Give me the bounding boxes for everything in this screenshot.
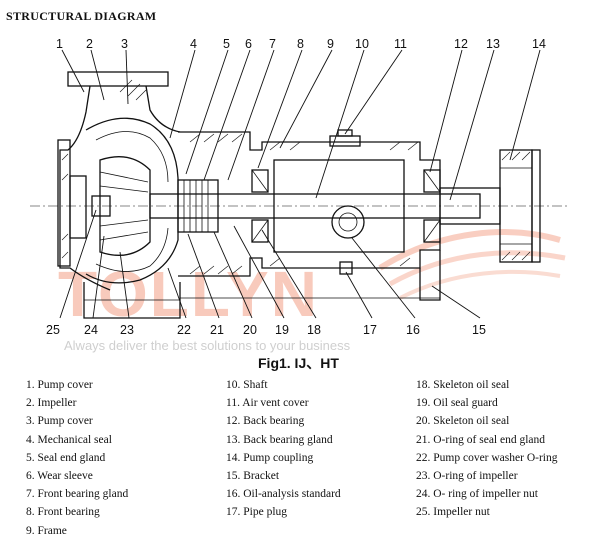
- legend-item: 4. Mechanical seal: [26, 433, 112, 446]
- legend-item: 21. O-ring of seal end gland: [416, 433, 546, 446]
- callout-8: 8: [297, 37, 304, 51]
- callout-19: 19: [275, 323, 289, 337]
- pump-coupling: [499, 149, 541, 263]
- legend-item: 19. Oil seal guard: [416, 397, 498, 410]
- legend-item: 7. Front bearing gland: [26, 488, 129, 501]
- pump-casing: [57, 71, 181, 319]
- pump-cross-section: TOLLYN: [30, 37, 570, 337]
- mechanical-seal: [177, 179, 219, 233]
- legend-column-3: 18. Skeleton oil seal 19. Oil seal guard…: [416, 376, 557, 522]
- callout-15: 15: [472, 323, 486, 337]
- callout-17: 17: [363, 323, 377, 337]
- callout-9: 9: [327, 37, 334, 51]
- legend-item: 23. O-ring of impeller: [416, 469, 518, 482]
- callout-13: 13: [486, 37, 500, 51]
- callout-25: 25: [46, 323, 60, 337]
- legend-item: 13. Back bearing gland: [226, 433, 333, 446]
- legend-item: 5. Seal end gland: [26, 451, 106, 464]
- callout-labels-top: 1 2 3 4 5 6 7 8 9 10 11 12 13 14: [56, 37, 546, 51]
- callout-10: 10: [355, 37, 369, 51]
- callout-7: 7: [269, 37, 276, 51]
- diagram-title: STRUCTURAL DIAGRAM: [6, 9, 157, 23]
- legend-item: 18. Skeleton oil seal: [416, 379, 510, 391]
- callout-14: 14: [532, 37, 546, 51]
- callout-18: 18: [307, 323, 321, 337]
- callout-labels-bottom: 25 24 23 22 21 20 19 18 17 16 15: [46, 323, 486, 337]
- legend-item: 24. O- ring of impeller nut: [416, 488, 539, 501]
- watermark-tagline: Always deliver the best solutions to you…: [64, 338, 351, 353]
- legend-item: 20. Skeleton oil seal: [416, 415, 510, 428]
- callout-22: 22: [177, 323, 191, 337]
- callout-5: 5: [223, 37, 230, 51]
- callout-3: 3: [121, 37, 128, 51]
- legend-item: 11. Air vent cover: [226, 397, 309, 410]
- watermark-text: TOLLYN: [58, 258, 319, 330]
- callout-1: 1: [56, 37, 63, 51]
- legend-item: 14. Pump coupling: [226, 451, 314, 464]
- legend-item: 10. Shaft: [226, 379, 268, 391]
- legend-item: 25. Impeller nut: [416, 506, 490, 519]
- callout-11: 11: [394, 37, 407, 51]
- callout-12: 12: [454, 37, 468, 51]
- legend-item: 2. Impeller: [26, 397, 77, 410]
- legend-item: 3. Pump cover: [26, 415, 93, 428]
- watermark-swoosh-icon: [378, 229, 566, 300]
- callout-leaders-bottom: [59, 209, 481, 319]
- legend-item: 6. Wear sleeve: [26, 469, 93, 482]
- legend-item: 9. Frame: [26, 524, 67, 537]
- callout-16: 16: [406, 323, 420, 337]
- callout-21: 21: [210, 323, 224, 337]
- legend-item: 22. Pump cover washer O-ring: [416, 451, 558, 464]
- legend-item: 16. Oil-analysis standard: [226, 488, 341, 501]
- figure-caption: Fig1. IJ、HT: [258, 355, 339, 371]
- legend-item: 17. Pipe plug: [226, 506, 288, 519]
- legend-item: 8. Front bearing: [26, 506, 100, 519]
- callout-6: 6: [245, 37, 252, 51]
- callout-2: 2: [86, 37, 93, 51]
- legend-item: 1. Pump cover: [26, 379, 93, 391]
- callout-24: 24: [84, 323, 98, 337]
- callout-23: 23: [120, 323, 134, 337]
- legend-column-1: 1. Pump cover 2. Impeller 3. Pump cover …: [26, 376, 128, 540]
- legend-item: 15. Bracket: [226, 469, 280, 482]
- callout-leaders-top: [61, 49, 541, 201]
- legend-item: 12. Back bearing: [226, 415, 305, 428]
- callout-20: 20: [243, 323, 257, 337]
- callout-4: 4: [190, 37, 197, 51]
- legend-column-2: 10. Shaft 11. Air vent cover 12. Back be…: [226, 376, 341, 522]
